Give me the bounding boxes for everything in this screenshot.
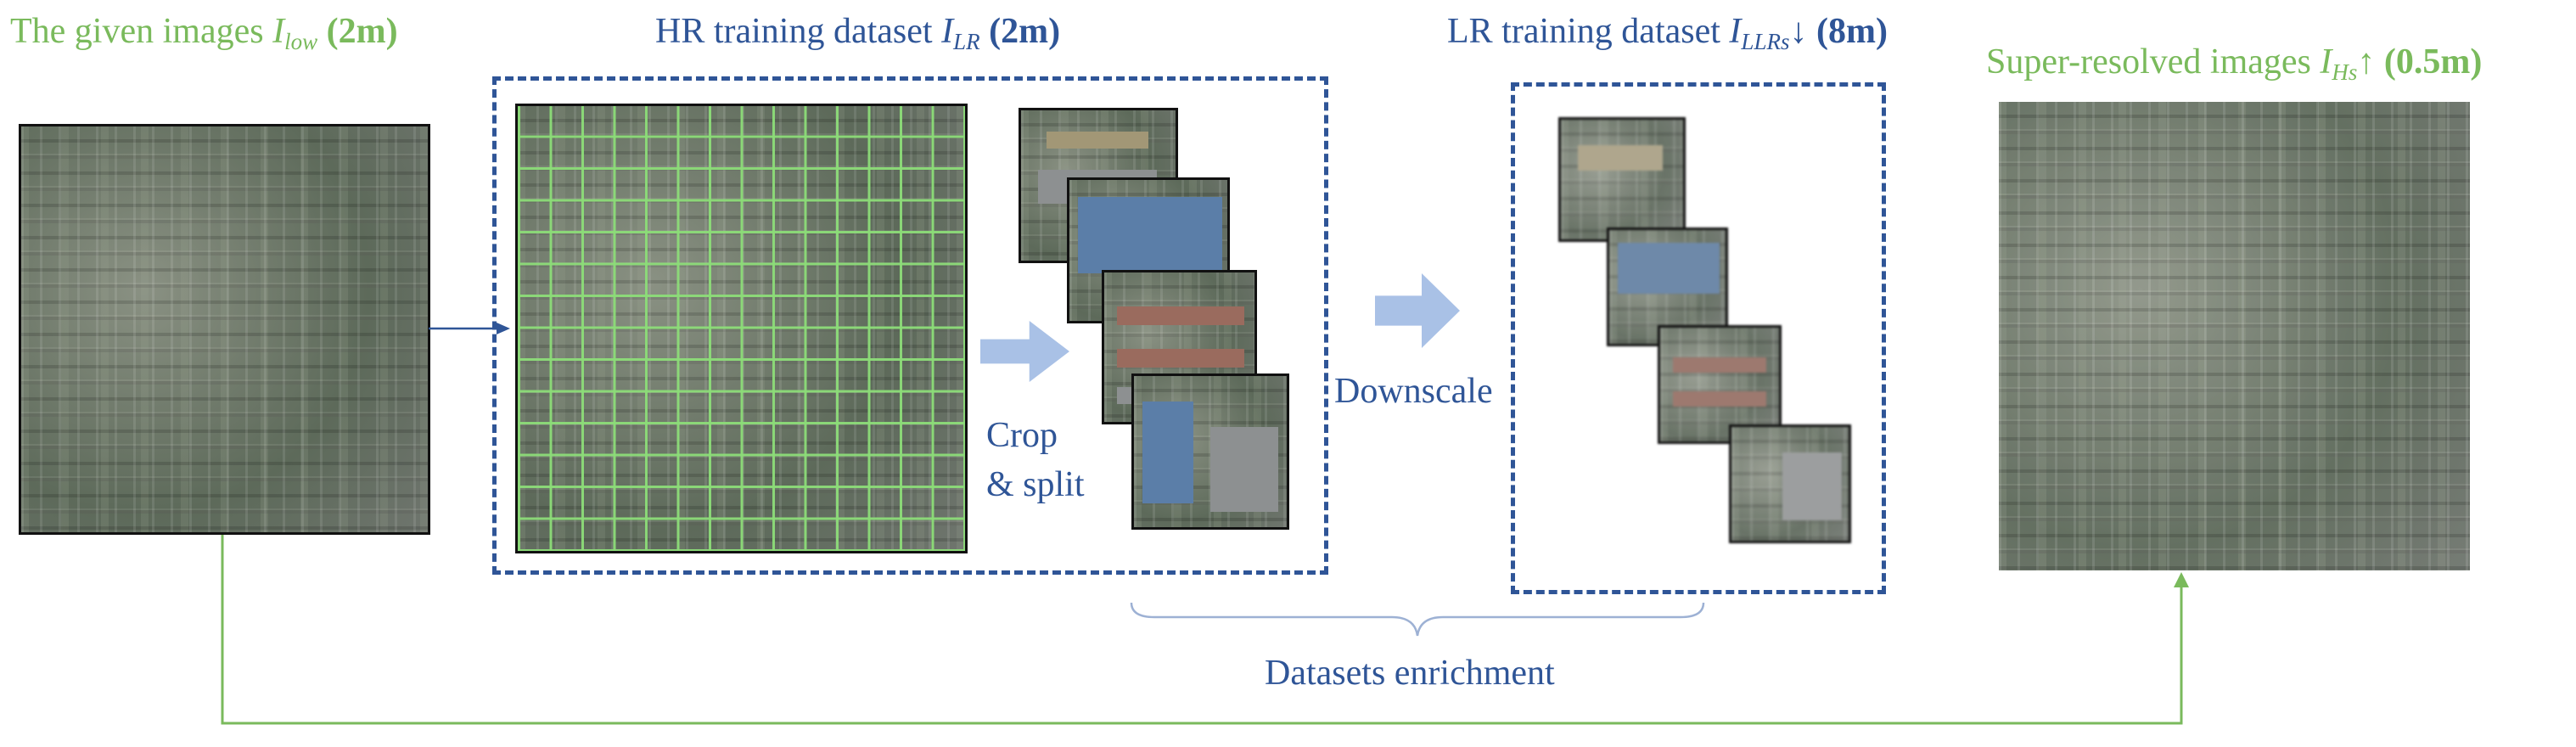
hr-patch-4	[1131, 374, 1289, 530]
crop-label: Crop	[986, 416, 1058, 455]
gridded-satellite-image	[515, 104, 968, 553]
split-label: & split	[986, 465, 1085, 504]
downscale-label: Downscale	[1334, 372, 1493, 411]
super-resolved-image	[1999, 102, 2470, 570]
given-images-label: The given images Ilow (2m)	[10, 12, 398, 54]
enrichment-label: Datasets enrichment	[1265, 654, 1555, 693]
lr-patch-2	[1607, 227, 1728, 346]
lr-patch-3	[1658, 325, 1782, 444]
lr-dataset-label: LR training dataset ILLRs↓ (8m)	[1447, 12, 1888, 54]
downscale-arrow-icon	[1375, 273, 1460, 348]
super-resolved-label: Super-resolved images IHs↑ (0.5m)	[1986, 42, 2483, 85]
crop-grid	[518, 106, 965, 551]
lr-patch-1	[1558, 117, 1686, 242]
hr-dataset-label: HR training dataset ILR (2m)	[655, 12, 1061, 54]
lr-patch-4	[1729, 424, 1851, 543]
given-satellite-image	[19, 124, 430, 535]
enrichment-brace	[1130, 602, 1705, 637]
connector-arrow	[429, 323, 510, 334]
